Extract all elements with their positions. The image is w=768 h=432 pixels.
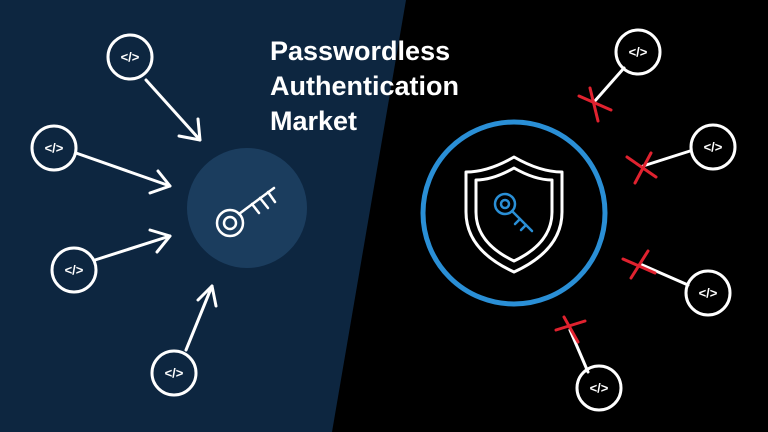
code-icon: </>: [704, 140, 723, 155]
node-ring: [50, 246, 98, 294]
node-ring: [150, 349, 198, 397]
incoming-arrow: [144, 78, 202, 142]
title-line: Authentication: [270, 71, 459, 101]
code-icon: </>: [699, 286, 718, 301]
shield-icon: [464, 155, 564, 274]
incoming-arrow: [74, 151, 172, 195]
blocked-node: </>: [575, 364, 623, 412]
blocked-node: </>: [614, 28, 662, 76]
node-ring: [575, 364, 623, 412]
title-line: Market: [270, 106, 358, 136]
key-hub: [187, 148, 307, 268]
node-ring: [689, 123, 737, 171]
blocked-connector: [592, 66, 626, 104]
key-icon: [493, 192, 534, 233]
source-node: </>: [150, 349, 198, 397]
source-node: </>: [50, 246, 98, 294]
shield-hub: [420, 119, 608, 307]
code-icon: </>: [165, 366, 184, 381]
page-title: Passwordless Authentication Market: [270, 34, 459, 139]
title-line: Passwordless: [270, 36, 451, 66]
node-ring: [106, 33, 154, 81]
node-ring: [30, 124, 78, 172]
key-icon: [215, 186, 277, 238]
code-icon: </>: [629, 45, 648, 60]
incoming-arrow: [184, 284, 218, 352]
incoming-arrow: [93, 228, 172, 262]
cross-mark-icon: [554, 315, 587, 344]
code-icon: </>: [121, 50, 140, 65]
cross-mark-icon: [625, 151, 658, 185]
code-icon: </>: [45, 141, 64, 156]
blocked-node: </>: [684, 269, 732, 317]
node-ring: [614, 28, 662, 76]
cross-mark-icon: [621, 249, 657, 280]
source-node: </>: [30, 124, 78, 172]
blocked-connector: [641, 149, 692, 168]
blocked-node: </>: [689, 123, 737, 171]
code-icon: </>: [590, 381, 609, 396]
blocked-connector: [568, 328, 590, 374]
source-node: </>: [106, 33, 154, 81]
node-ring: [684, 269, 732, 317]
code-icon: </>: [65, 263, 84, 278]
cross-mark-icon: [577, 86, 613, 123]
blocked-connector: [638, 262, 690, 287]
